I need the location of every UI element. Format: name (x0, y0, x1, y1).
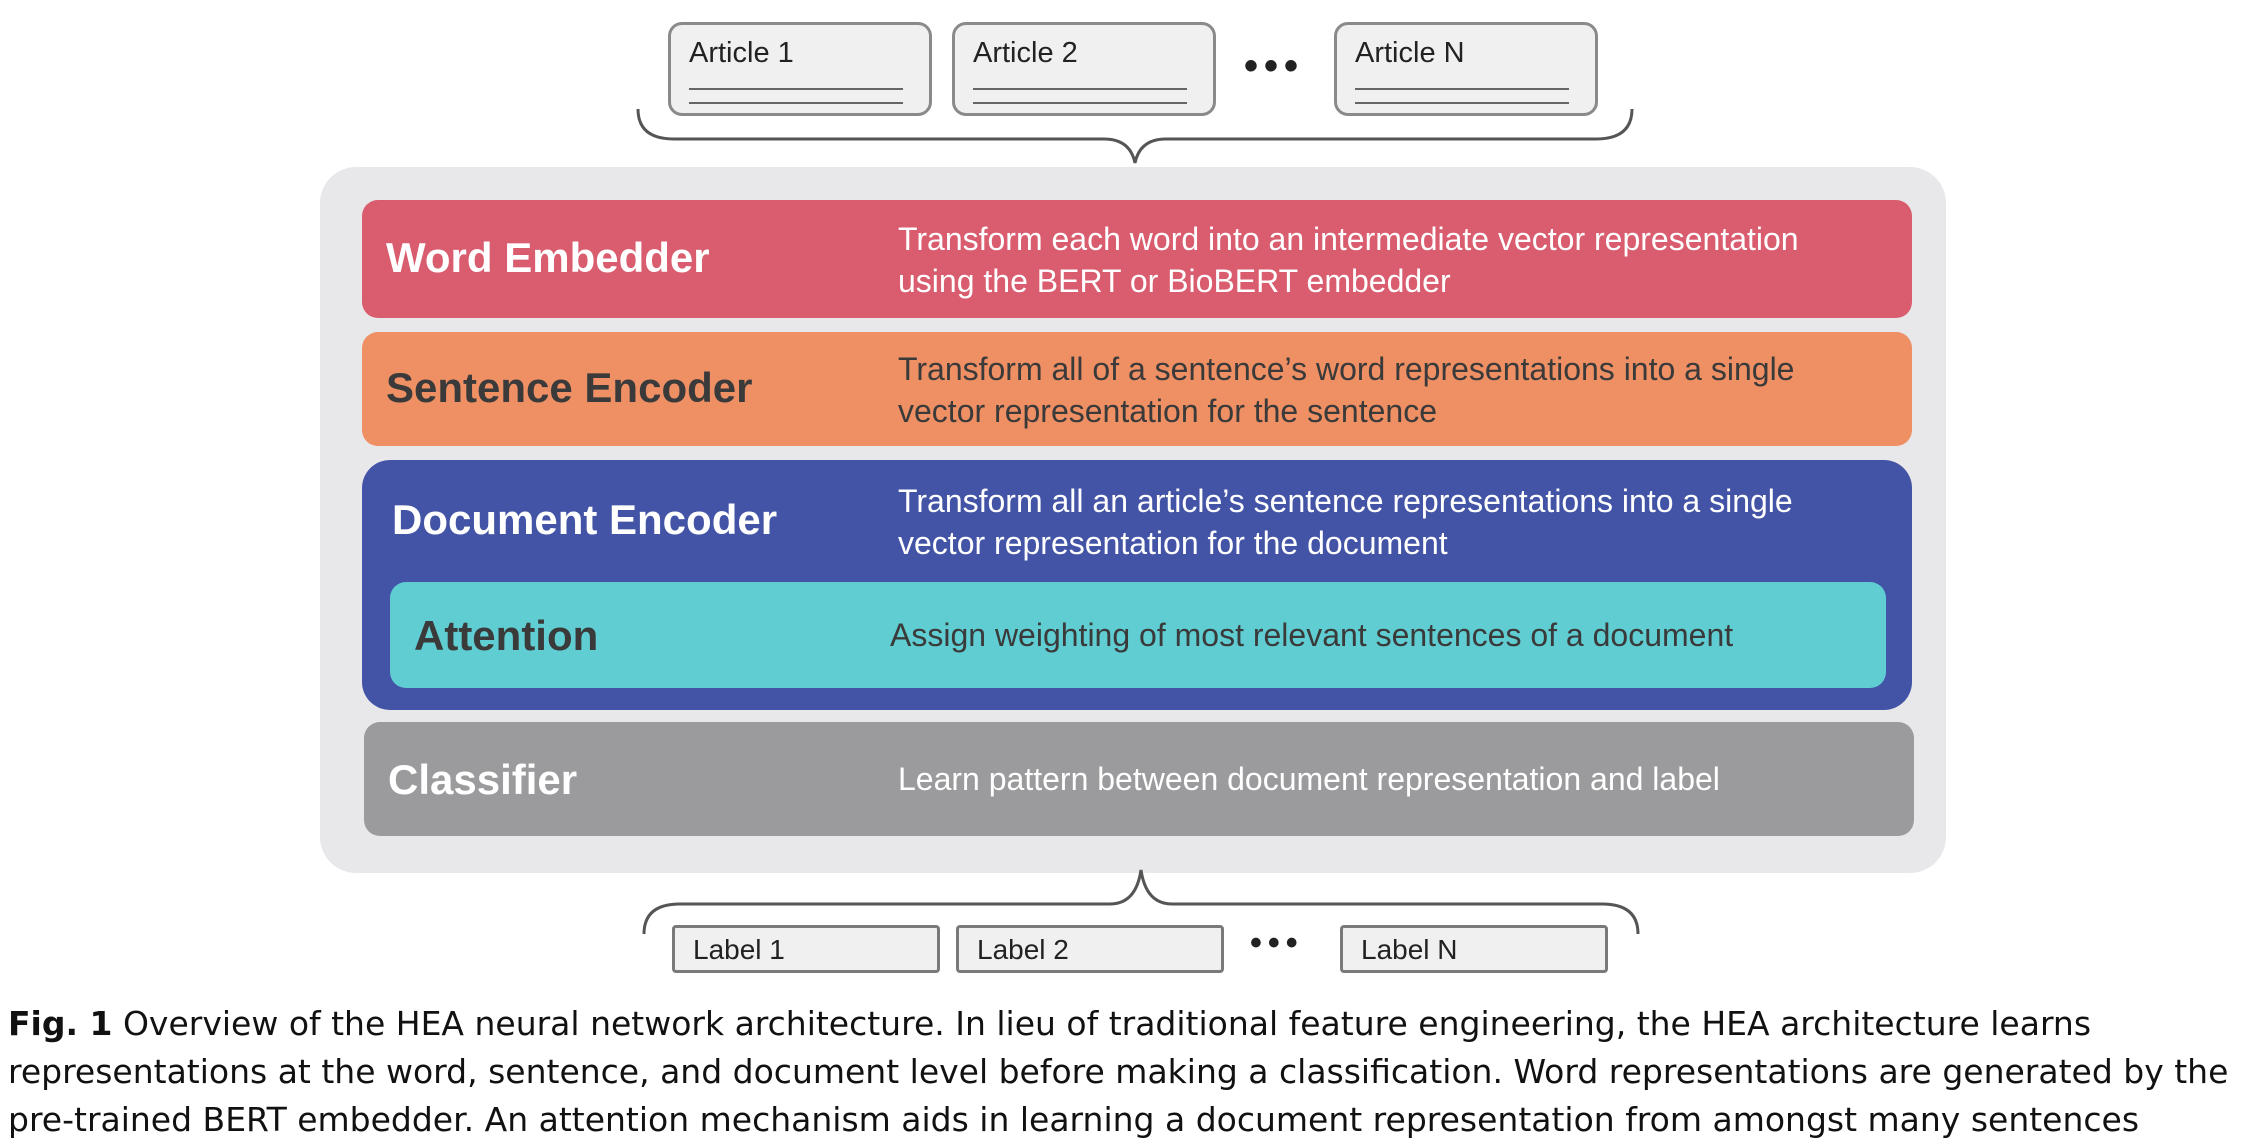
classifier-layer: Classifier Learn pattern between documen… (364, 722, 1914, 836)
label-text: Label 1 (693, 934, 785, 965)
article-title: Article N (1355, 37, 1465, 69)
layer-description-line2: vector representation for the sentence (898, 393, 1437, 429)
layer-description-line2: using the BERT or BioBERT embedder (898, 263, 1451, 299)
text-line (973, 88, 1187, 90)
label-box-1: Label 1 (672, 925, 940, 973)
figure-label: Fig. 1 (8, 1004, 113, 1043)
label-box-2: Label 2 (956, 925, 1224, 973)
layer-description: Learn pattern between document represent… (898, 761, 1720, 797)
article-title: Article 2 (973, 37, 1078, 69)
layer-name: Word Embedder (386, 234, 710, 281)
layer-name: Document Encoder (392, 496, 778, 543)
layer-description-line1: Transform all of a sentence’s word repre… (898, 351, 1795, 387)
layer-description-line1: Transform all an article’s sentence repr… (898, 483, 1793, 519)
layer-description-line2: vector representation for the document (898, 525, 1448, 561)
article-ellipsis: ••• (1244, 44, 1305, 88)
document-encoder-layer: Document Encoder Transform all an articl… (362, 460, 1912, 710)
sentence-encoder-layer: Sentence Encoder Transform all of a sent… (362, 332, 1912, 446)
text-line (1355, 88, 1569, 90)
article-card-1: Article 1 (668, 22, 932, 116)
text-line (1355, 102, 1569, 104)
text-line (973, 102, 1187, 104)
label-text: Label N (1361, 934, 1458, 965)
layer-name: Sentence Encoder (386, 364, 753, 411)
attention-layer: Attention Assign weighting of most relev… (390, 582, 1886, 688)
bottom-brace (642, 869, 1640, 935)
article-card-2: Article 2 (952, 22, 1216, 116)
text-line (689, 102, 903, 104)
layer-description: Assign weighting of most relevant senten… (890, 617, 1734, 653)
layer-description-line1: Transform each word into an intermediate… (898, 221, 1799, 257)
label-text: Label 2 (977, 934, 1069, 965)
article-card-n: Article N (1334, 22, 1598, 116)
layer-name: Attention (414, 612, 599, 659)
caption-text: Overview of the HEA neural network archi… (8, 1004, 2229, 1139)
layer-name: Classifier (388, 756, 578, 803)
label-box-n: Label N (1340, 925, 1608, 973)
text-line (689, 88, 903, 90)
top-brace (636, 108, 1634, 164)
label-ellipsis: ••• (1250, 924, 1304, 962)
word-embedder-layer: Word Embedder Transform each word into a… (362, 200, 1912, 318)
figure-caption: Fig. 1 Overview of the HEA neural networ… (8, 1000, 2258, 1144)
article-title: Article 1 (689, 37, 794, 69)
